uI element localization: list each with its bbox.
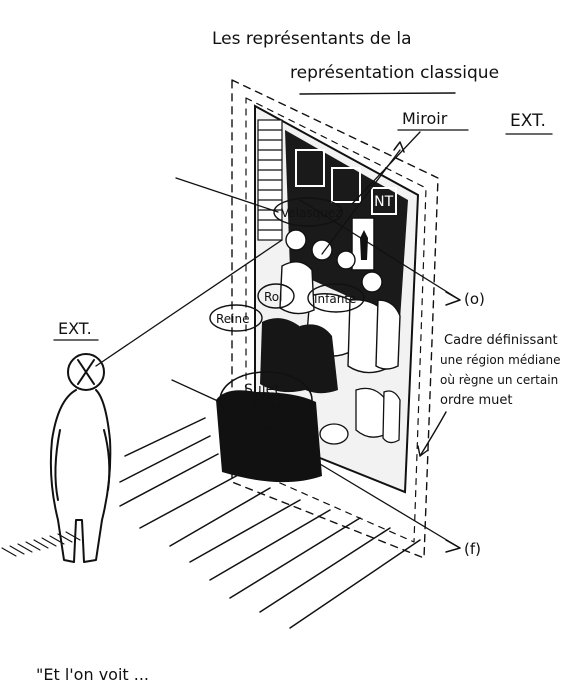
title-underline <box>299 92 456 95</box>
arrow-o <box>445 291 461 306</box>
title-line-2: représentation classique <box>290 63 499 83</box>
label-reine: Reine <box>216 312 250 326</box>
label-sujet-elide-1: Sujet <box>244 382 280 398</box>
cadre-note: Cadre définissant une région médiane où … <box>440 333 561 408</box>
bubble-roi <box>257 283 295 309</box>
cadre-note-line-1: Cadre définissant <box>444 333 558 348</box>
title-line-1: Les représentants de la <box>212 29 412 49</box>
label-sujet-elide-2: élidé <box>250 402 284 418</box>
dashed-frame-inner <box>245 97 427 543</box>
bubble-reine <box>209 304 263 332</box>
label-roi: Roi <box>264 290 282 304</box>
label-f: (f) <box>464 540 481 558</box>
arrow-f <box>445 539 461 553</box>
cadre-note-arrowhead <box>417 445 429 457</box>
label-miroir: Miroir <box>402 109 448 128</box>
cadre-note-line-2: une région médiane <box>440 353 561 367</box>
cadre-note-pointer <box>419 411 447 457</box>
arrow-miroir <box>393 141 405 153</box>
bubble-infante <box>307 283 365 313</box>
miroir-pointer <box>351 131 421 205</box>
cadre-note-line-4: ordre muet <box>440 393 513 408</box>
viewer-figure <box>49 353 112 563</box>
label-velasquez: Velasquez <box>281 206 342 220</box>
bubble-velasquez <box>273 197 343 227</box>
bubble-sujet-elide <box>219 371 313 429</box>
bottom-quote: "Et l'on voit ... <box>36 665 149 684</box>
ground-hatch <box>1 531 81 557</box>
cadre-note-line-3: où règne un certain <box>440 373 558 387</box>
label-infante: Infante <box>314 292 356 306</box>
label-int: INT <box>370 194 394 210</box>
label-ext-left: EXT. <box>58 319 92 338</box>
label-ext-right: EXT. <box>510 111 546 131</box>
floor-lines <box>119 417 421 629</box>
dashed-frame-outer <box>231 79 439 559</box>
label-o: (o) <box>464 290 485 308</box>
shadow-block <box>216 390 322 483</box>
